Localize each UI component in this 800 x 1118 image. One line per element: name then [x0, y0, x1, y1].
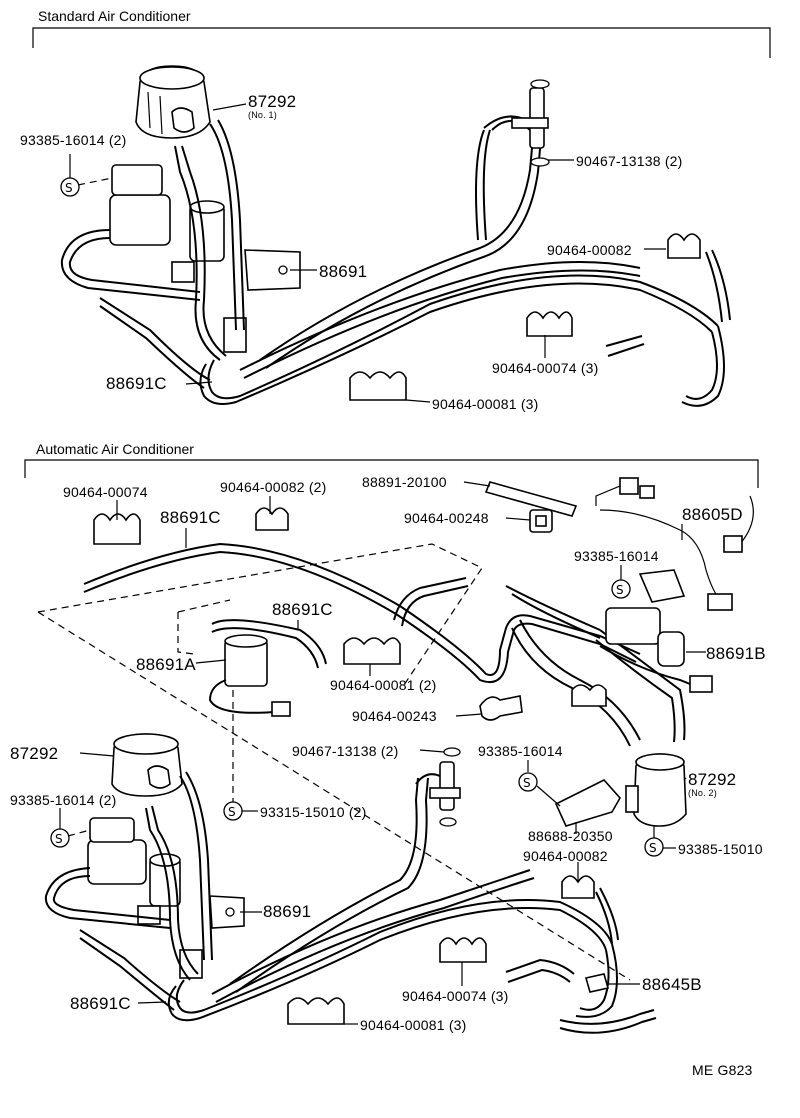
standard-section-bracket [32, 27, 771, 58]
connector-88645b [584, 973, 610, 993]
svg-text:S: S [616, 583, 624, 597]
section-title-automatic: Automatic Air Conditioner [36, 441, 194, 457]
label-auto-87292: 87292 [10, 744, 59, 763]
label-auto-88605d: 88605D [682, 505, 743, 524]
label-std-90464-00074: 90464-00074 (3) [492, 360, 599, 376]
t-fitting-standard [511, 87, 549, 149]
clip-90464-00081-auto-right [571, 684, 607, 707]
canister-87292-no2 [625, 753, 687, 827]
clip-90464-00082-auto-low [561, 875, 595, 899]
svg-text:S: S [649, 841, 657, 855]
reference-code: ME G823 [692, 1062, 753, 1078]
label-auto-93315-15010: 93315-15010 (2) [260, 804, 367, 820]
clip-90464-00248 [529, 509, 553, 533]
leader-lines-standard [69, 103, 666, 403]
label-auto-90464-00243: 90464-00243 [352, 708, 437, 724]
label-std-90464-00082: 90464-00082 [547, 242, 632, 258]
label-auto-90467-13138: 90467-13138 (2) [292, 743, 399, 759]
label-std-90467-13138: 90467-13138 (2) [576, 153, 683, 169]
label-auto-90464-00081-low: 90464-00081 (3) [360, 1017, 467, 1033]
screw-93385-16014-standard: S [60, 177, 80, 197]
label-auto-87292-r-no2: (No. 2) [688, 788, 717, 798]
clip-90464-00082-standard [667, 233, 701, 259]
label-auto-88691a: 88691A [136, 655, 196, 674]
vsv-88691a [208, 634, 291, 717]
label-auto-90464-00082-low: 90464-00082 [523, 848, 608, 864]
harness-88605d [595, 477, 754, 611]
label-std-90464-00081: 90464-00081 (3) [432, 396, 539, 412]
label-auto-88691c-top: 88691C [160, 508, 221, 527]
screw-93385-16014-auto-center: S [518, 772, 538, 792]
leader-lines-automatic [59, 481, 706, 1025]
screw-93385-16014-auto-left: S [50, 828, 70, 848]
svg-text:S: S [65, 181, 73, 195]
clamp-90467-13138-standard [530, 79, 550, 167]
hose-88691c-auto-top [83, 542, 686, 747]
bracket-88688-20350 [554, 779, 621, 827]
hoses-auto-lower [44, 771, 657, 1034]
canister-87292-no1 [135, 65, 211, 139]
label-auto-88691b: 88691B [706, 644, 766, 663]
label-auto-90464-00081-mid: 90464-00081 (2) [330, 677, 437, 693]
label-auto-90464-00248: 90464-00248 [404, 510, 489, 526]
label-auto-88688-20350: 88688-20350 [528, 828, 613, 844]
clip-90464-00074-auto-top [93, 513, 141, 545]
label-auto-88691c-mid: 88691C [272, 600, 333, 619]
bracket-88691-standard [244, 249, 301, 291]
screw-93385-16014-auto-right: S [611, 579, 631, 599]
label-auto-87292-r: 87292 [688, 770, 737, 789]
svg-text:S: S [523, 776, 531, 790]
label-auto-93385-16014-r: 93385-16014 [574, 548, 659, 564]
clip-90464-00243 [479, 695, 523, 721]
label-auto-88645b: 88645B [642, 975, 702, 994]
label-std-88691: 88691 [319, 262, 368, 281]
label-auto-90464-00082-top: 90464-00082 (2) [220, 479, 327, 495]
clamp-90467-13138-auto [439, 747, 461, 827]
hoses-standard [60, 115, 731, 407]
label-auto-93385-16014-c: 93385-16014 [478, 743, 563, 759]
clip-90464-00081-auto-low [287, 997, 345, 1025]
label-auto-88691c-low: 88691C [70, 994, 131, 1013]
svg-text:S: S [55, 832, 63, 846]
automatic-section-bracket [24, 459, 759, 488]
label-auto-88891-20100: 88891-20100 [362, 474, 447, 490]
filter-88891-20100 [484, 481, 578, 517]
t-fitting-auto [429, 761, 461, 811]
label-auto-90464-00074-low: 90464-00074 (3) [402, 988, 509, 1004]
label-auto-93385-15010: 93385-15010 [678, 841, 763, 857]
label-std-93385-16014: 93385-16014 (2) [20, 132, 127, 148]
bracket-88691-auto [209, 895, 245, 929]
label-std-87292-no1: (No. 1) [248, 110, 277, 120]
hose-88691c-auto-mid [211, 619, 327, 669]
clip-90464-00074-auto-low [439, 937, 487, 963]
dashed-outline-automatic [37, 543, 631, 981]
vsv-assembly-standard [109, 164, 247, 353]
screw-93315-15010: S [223, 801, 243, 821]
canister-87292-auto [111, 733, 183, 797]
label-std-88691c: 88691C [106, 374, 167, 393]
section-title-standard: Standard Air Conditioner [38, 8, 191, 24]
vsv-88691b [599, 569, 713, 693]
label-auto-93385-16014-l: 93385-16014 (2) [10, 792, 117, 808]
clip-90464-00074-standard [526, 311, 573, 337]
screw-93385-15010: S [644, 837, 664, 857]
svg-text:S: S [228, 805, 236, 819]
label-std-87292: 87292 [248, 92, 297, 111]
clip-90464-00082-auto-top [255, 507, 289, 531]
label-auto-90464-00074-top: 90464-00074 [63, 484, 148, 500]
clip-90464-00081-standard [349, 371, 407, 401]
label-auto-88691: 88691 [263, 902, 312, 921]
clip-90464-00081-auto-mid [343, 637, 401, 665]
